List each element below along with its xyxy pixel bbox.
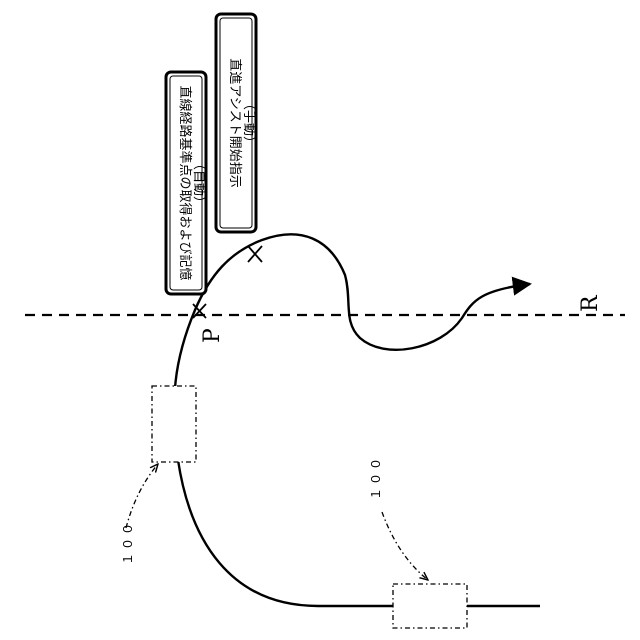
label-box-reference-point-mode: （自動） bbox=[191, 157, 206, 209]
label-box-assist-start-mode: （手動） bbox=[241, 97, 256, 149]
leader-arrow-upper bbox=[126, 464, 158, 528]
label-box-reference-point-text: 直線経路基準点の取得および記憶 bbox=[177, 85, 193, 280]
cross-mark-assist-start bbox=[248, 246, 262, 262]
vehicle-box-upper bbox=[152, 386, 196, 462]
point-label-p: P bbox=[200, 328, 225, 343]
reference-numeral-upper: １００ bbox=[121, 520, 135, 565]
line-label-r: R bbox=[578, 294, 603, 312]
vehicle-box-lower bbox=[393, 584, 467, 628]
label-box-assist-start-text: 直進アシスト開始指示 bbox=[227, 58, 242, 187]
travel-path bbox=[174, 234, 540, 606]
label-box-assist-start: 直進アシスト開始指示 （手動） bbox=[216, 14, 256, 232]
reference-numeral-lower: １００ bbox=[369, 455, 383, 500]
label-box-reference-point: 直線経路基準点の取得および記憶 （自動） bbox=[166, 72, 206, 294]
leader-arrow-lower bbox=[382, 512, 428, 580]
